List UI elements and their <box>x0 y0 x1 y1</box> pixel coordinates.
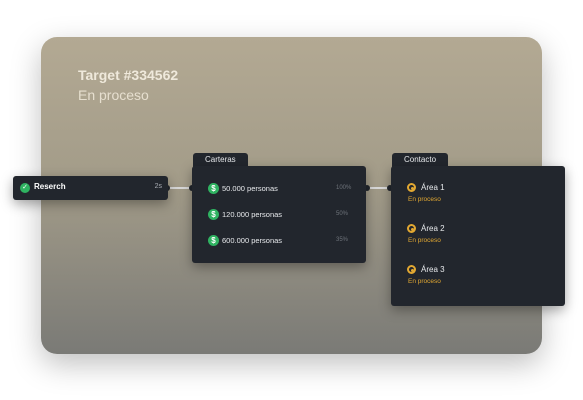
area-status: En proceso <box>408 237 441 244</box>
carteras-node[interactable]: $ 50.000 personas 100% $ 120.000 persona… <box>192 166 366 263</box>
dollar-icon: $ <box>208 209 219 220</box>
pending-icon <box>407 183 416 192</box>
cartera-percent: 100% <box>336 185 352 191</box>
tab-carteras[interactable]: Carteras <box>193 153 248 167</box>
cartera-percent: 50% <box>336 211 349 217</box>
check-circle-icon: ✓ <box>20 183 30 193</box>
cartera-text: 600.000 personas <box>222 236 283 245</box>
cartera-percent: 35% <box>336 237 349 243</box>
target-title: Target #334562 <box>78 67 179 83</box>
connector-node <box>387 185 393 191</box>
area-status: En proceso <box>408 196 441 203</box>
area-status: En proceso <box>408 278 441 285</box>
connector-research-carteras <box>168 187 192 189</box>
tab-contacto[interactable]: Contacto <box>392 153 449 167</box>
area-name: Área 3 <box>421 265 445 274</box>
research-node[interactable]: ✓ Reserch 2s <box>13 176 168 200</box>
contacto-node[interactable]: Área 1 En proceso Área 2 En proceso Área… <box>391 166 565 306</box>
pending-icon <box>407 265 416 274</box>
target-status: En proceso <box>78 87 149 103</box>
research-label: Reserch <box>34 182 66 191</box>
area-name: Área 1 <box>421 183 445 192</box>
research-duration: 2s <box>154 183 162 190</box>
cartera-text: 120.000 personas <box>222 210 283 219</box>
dollar-icon: $ <box>208 235 219 246</box>
connector-carteras-contacto <box>366 187 391 189</box>
dollar-icon: $ <box>208 183 219 194</box>
cartera-text: 50.000 personas <box>222 184 278 193</box>
connector-node <box>364 185 370 191</box>
area-name: Área 2 <box>421 224 445 233</box>
pending-icon <box>407 224 416 233</box>
